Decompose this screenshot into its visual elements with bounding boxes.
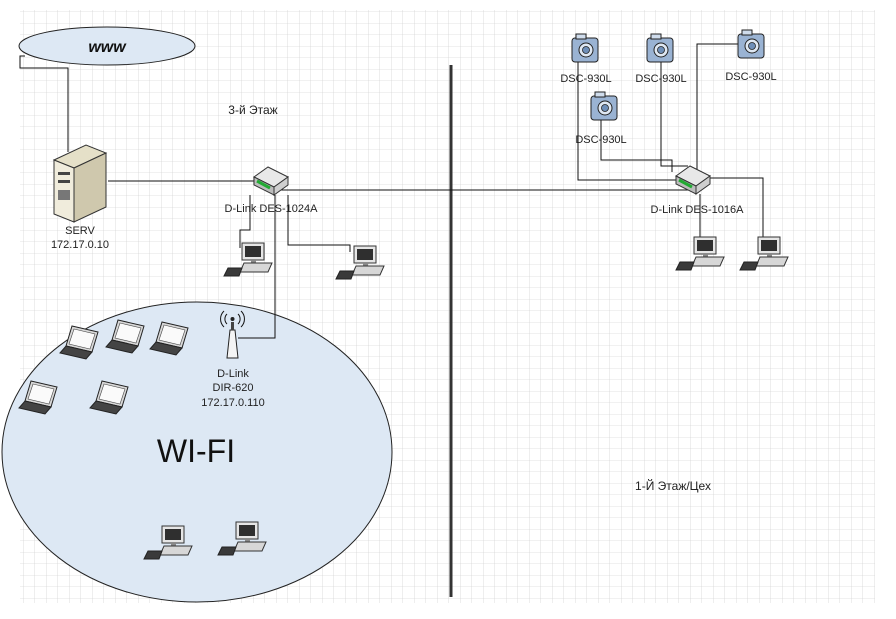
- wifi-label: WI-FI: [157, 433, 235, 469]
- camera-label: DSC-930L: [575, 134, 626, 146]
- camera-icon: [646, 33, 674, 63]
- server-icon: [52, 144, 108, 223]
- floor-lower-label: 1-Й Этаж/Цех: [635, 478, 711, 493]
- switch-bottom-label: D-Link DES-1016A: [651, 204, 745, 216]
- camera-icon: [571, 33, 599, 63]
- camera-label: DSC-930L: [725, 71, 776, 83]
- internet-cloud: [18, 26, 196, 66]
- router-icon: [220, 310, 245, 359]
- floor-upper-label: 3-й Этаж: [228, 103, 277, 117]
- server-ip: 172.17.0.10: [51, 239, 109, 251]
- camera-label: DSC-930L: [560, 73, 611, 85]
- internet-label: www: [88, 39, 127, 56]
- server-name: SERV: [65, 225, 95, 237]
- camera-icon: [737, 29, 765, 59]
- wifi-zone: [1, 301, 393, 603]
- router-ip: 172.17.0.110: [201, 397, 264, 409]
- camera-label: DSC-930L: [635, 73, 686, 85]
- router-line1: D-Link: [217, 368, 249, 380]
- camera-icon: [590, 91, 618, 121]
- router-line2: DIR-620: [213, 382, 254, 394]
- switch-top-label: D-Link DES-1024A: [225, 203, 319, 215]
- links: [19, 43, 764, 339]
